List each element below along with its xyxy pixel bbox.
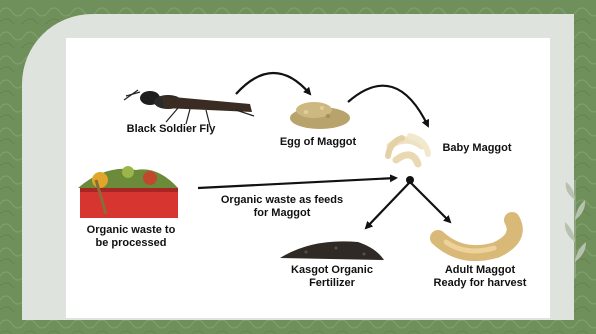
- arrow-hub-to-adult: [410, 182, 450, 222]
- label-kasgot-fertilizer: Kasgot Organic Fertilizer: [282, 264, 382, 290]
- diagram-card: Black Soldier Fly Egg of Maggot Baby Mag…: [66, 38, 550, 318]
- label-egg-of-maggot: Egg of Maggot: [268, 136, 368, 149]
- black-soldier-fly-icon: [124, 90, 254, 126]
- organic-waste-bin-icon: [78, 166, 178, 218]
- fertilizer-pile-icon: [280, 241, 384, 260]
- label-black-soldier-fly: Black Soldier Fly: [116, 123, 226, 136]
- label-feed-for-maggot: Organic waste as feeds for Maggot: [212, 194, 352, 220]
- label-adult-maggot: Adult Maggot Ready for harvest: [420, 264, 540, 290]
- leaf-decoration-icon: [560, 170, 590, 280]
- label-organic-waste: Organic waste to be processed: [76, 224, 186, 250]
- adult-maggot-icon: [438, 220, 515, 253]
- maggot-eggs-icon: [290, 102, 350, 129]
- baby-maggot-icon: [388, 136, 428, 164]
- label-baby-maggot: Baby Maggot: [432, 142, 522, 155]
- arrow-hub-to-fertilizer: [366, 182, 410, 228]
- arrow-fly-to-egg: [236, 73, 310, 94]
- arrow-waste-to-hub: [198, 178, 396, 188]
- arrow-egg-to-baby: [348, 86, 428, 126]
